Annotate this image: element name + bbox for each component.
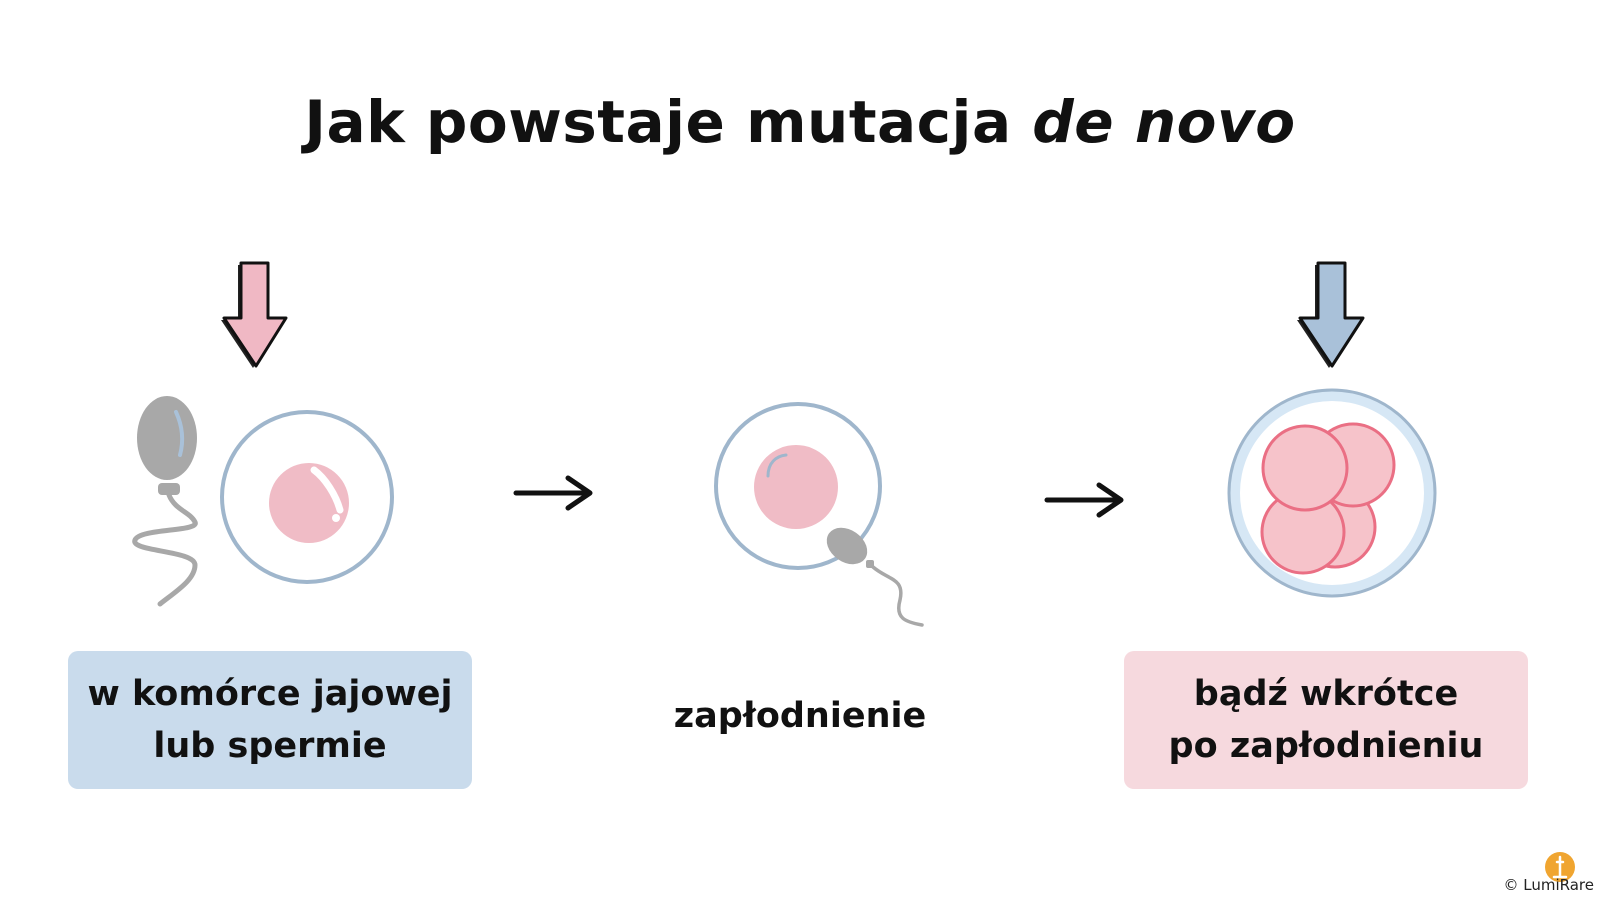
caption-line: lub spermie <box>153 726 387 766</box>
right-arrow-icon <box>1044 482 1124 518</box>
caption-egg-or-sperm: w komórce jajowej lub spermie <box>68 651 472 789</box>
caption-line: po zapłodnieniu <box>1168 726 1484 766</box>
copyright-text: © LumiRare <box>1503 876 1595 894</box>
right-arrow-icon <box>513 475 593 511</box>
fertilization-icon <box>714 402 924 627</box>
page-title: Jak powstaje mutacja de novo <box>0 88 1600 156</box>
caption-fertilization: zapłodnienie <box>673 696 927 736</box>
caption-after-fertilization: bądź wkrótce po zapłodnieniu <box>1124 651 1528 789</box>
title-main: Jak powstaje mutacja <box>304 88 1012 156</box>
caption-line: bądź wkrótce <box>1193 674 1459 714</box>
lumirare-logo-icon <box>1545 852 1575 882</box>
sperm-icon <box>132 396 198 607</box>
embryo-four-cell-icon <box>1227 388 1437 598</box>
blue-down-arrow-icon <box>1297 261 1365 368</box>
egg-cell-icon <box>220 410 394 584</box>
caption-line: w komórce jajowej <box>87 674 453 714</box>
pink-down-arrow-icon <box>221 261 288 368</box>
title-italic: de novo <box>1032 88 1296 156</box>
